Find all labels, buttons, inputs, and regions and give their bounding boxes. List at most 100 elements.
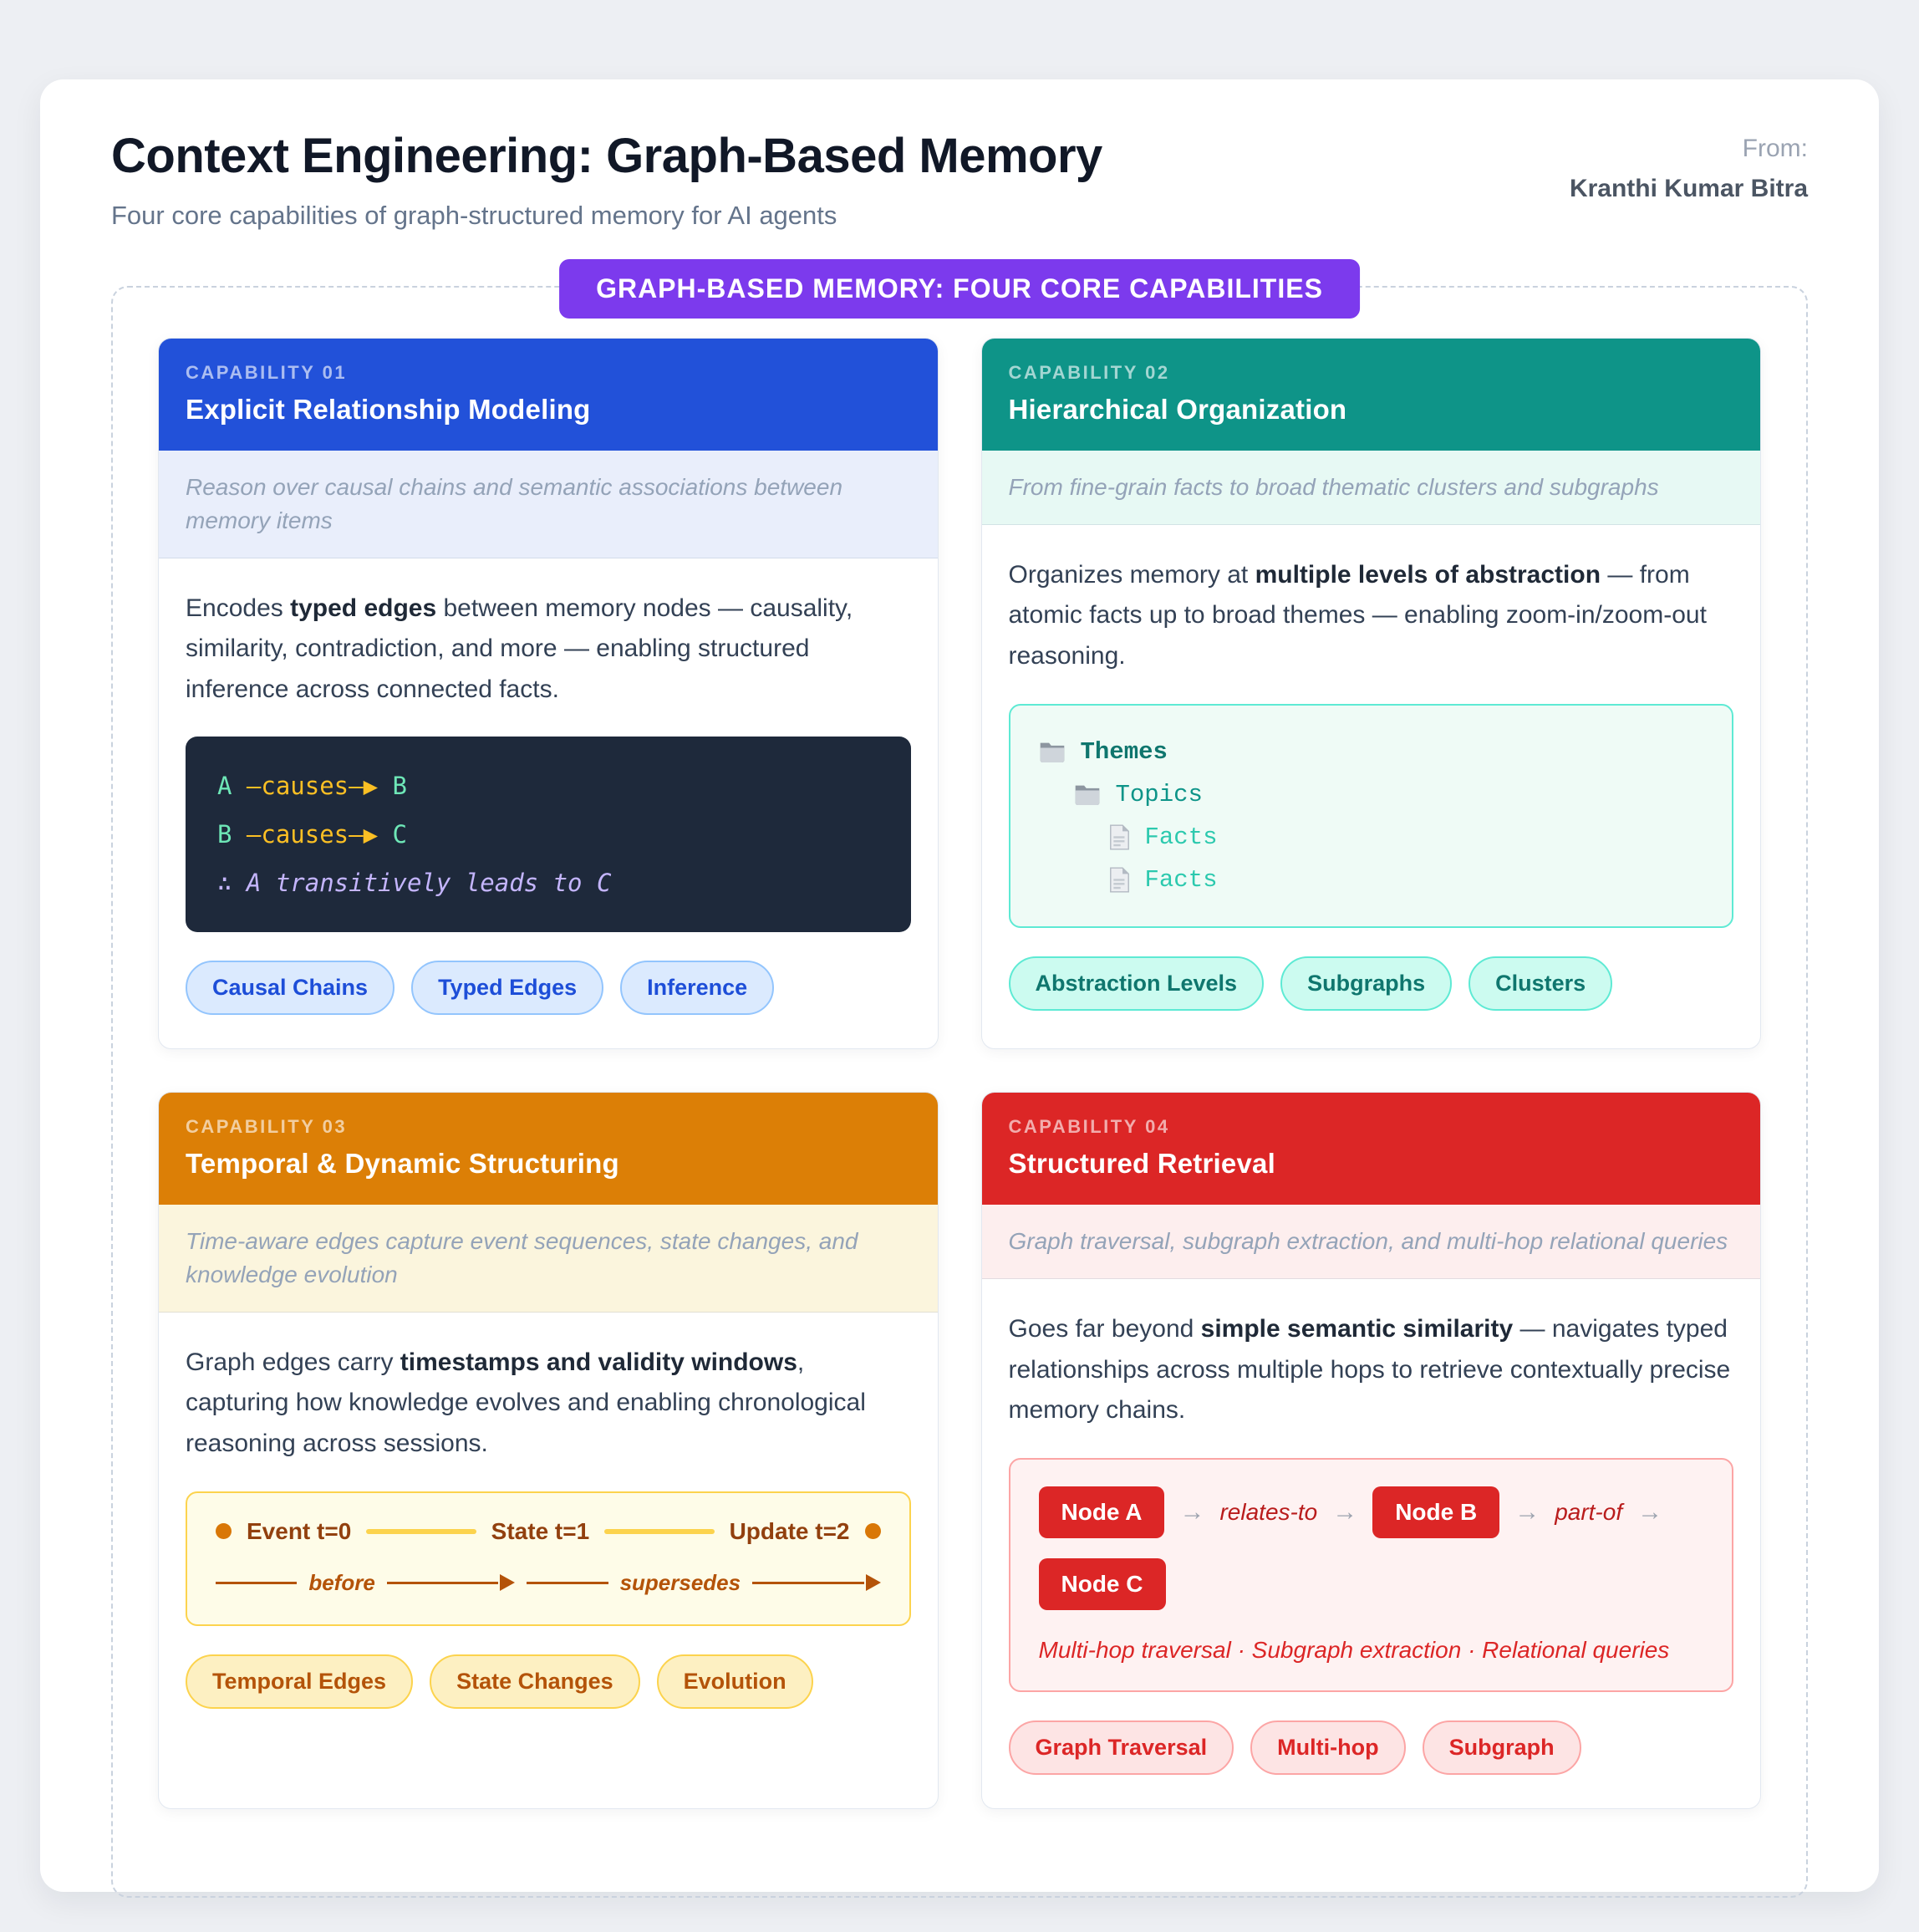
timeline-node: Update t=2 <box>729 1517 850 1544</box>
cards-grid: CAPABILITY 01 Explicit Relationship Mode… <box>158 338 1761 1809</box>
timeline-relation: supersedes <box>619 1569 741 1595</box>
card-description: Organizes memory at multiple levels of a… <box>1008 560 1707 670</box>
card4-tags: Graph Traversal Multi-hop Subgraph <box>1008 1720 1734 1775</box>
from-label: From: <box>1742 135 1808 162</box>
timeline-dot <box>216 1523 232 1540</box>
poster-sheet: Context Engineering: Graph-Based Memory … <box>40 79 1879 1898</box>
tree-row: Themes <box>1039 731 1704 773</box>
card3-header: CAPABILITY 03 Temporal & Dynamic Structu… <box>159 1093 938 1206</box>
capability-number: CAPABILITY 04 <box>1008 1116 1170 1138</box>
tag-causal-chains: Causal Chains <box>186 961 395 1016</box>
card1-body: Encodes typed edges between memory nodes… <box>159 558 938 1049</box>
arrowhead-icon <box>500 1574 516 1592</box>
card-structured-retrieval: CAPABILITY 04 Structured Retrieval Graph… <box>980 1092 1761 1809</box>
page-title: Context Engineering: Graph-Based Memory <box>111 129 1102 183</box>
card-title: Hierarchical Organization <box>1008 394 1347 425</box>
causal-chain-code-snippet: A —causes—▶ B B —causes—▶ C ∴ A transiti… <box>186 737 911 933</box>
edge-line <box>752 1581 864 1584</box>
tree-row: Facts <box>1109 816 1704 859</box>
card2-header: CAPABILITY 02 Hierarchical Organization <box>981 339 1760 451</box>
tag-graph-traversal: Graph Traversal <box>1008 1720 1234 1775</box>
capabilities-board: GRAPH-BASED MEMORY: FOUR CORE CAPABILITI… <box>111 259 1808 1898</box>
edge-line <box>216 1581 298 1584</box>
right-arrow-icon: → <box>1332 1497 1358 1526</box>
tag-subgraphs: Subgraphs <box>1280 956 1453 1011</box>
tag-state-changes: State Changes <box>430 1654 640 1709</box>
page-header: Context Engineering: Graph-Based Memory … <box>111 128 1808 231</box>
board-banner: GRAPH-BASED MEMORY: FOUR CORE CAPABILITI… <box>559 259 1360 319</box>
card-tagline: From fine-grain facts to broad thematic … <box>981 451 1760 525</box>
timeline-connector <box>366 1528 476 1534</box>
node-chip: Node B <box>1372 1486 1500 1538</box>
edge-line <box>527 1581 608 1584</box>
folder-icon <box>1040 742 1064 763</box>
folder-icon <box>1075 785 1099 806</box>
card3-body: Graph edges carry timestamps and validit… <box>159 1313 938 1808</box>
tree-row: Facts <box>1109 859 1704 901</box>
header-left: Context Engineering: Graph-Based Memory … <box>111 128 1102 231</box>
card-temporal-dynamic-structuring: CAPABILITY 03 Temporal & Dynamic Structu… <box>158 1092 939 1809</box>
card-hierarchical-organization: CAPABILITY 02 Hierarchical Organization … <box>980 338 1761 1050</box>
card-description: Graph edges carry timestamps and validit… <box>186 1348 866 1457</box>
timeline-node: State t=1 <box>491 1517 590 1544</box>
header-byline: From: Kranthi Kumar Bitra <box>1570 128 1808 203</box>
right-arrow-icon: → <box>1514 1497 1540 1526</box>
card-tagline: Graph traversal, subgraph extraction, an… <box>981 1205 1760 1280</box>
capability-number: CAPABILITY 02 <box>1008 362 1170 383</box>
code-line: B —causes—▶ C <box>217 820 407 849</box>
card-title: Explicit Relationship Modeling <box>186 394 591 425</box>
tree-label: Themes <box>1080 737 1168 766</box>
tag-inference: Inference <box>620 961 775 1016</box>
tag-multi-hop: Multi-hop <box>1250 1720 1406 1775</box>
traversal-diagram: Node A → relates-to → Node B → part-of →… <box>1008 1457 1733 1692</box>
author-name: Kranthi Kumar Bitra <box>1569 175 1808 202</box>
timeline-connector <box>604 1528 715 1534</box>
right-arrow-icon: → <box>1179 1497 1205 1526</box>
tag-temporal-edges: Temporal Edges <box>186 1654 414 1709</box>
tag-subgraph: Subgraph <box>1422 1720 1581 1775</box>
card-title: Temporal & Dynamic Structuring <box>186 1148 619 1180</box>
card-tagline: Reason over causal chains and semantic a… <box>159 451 938 558</box>
tag-evolution: Evolution <box>656 1654 813 1709</box>
card-tagline: Time-aware edges capture event sequences… <box>159 1205 938 1313</box>
page-subtitle: Four core capabilities of graph-structur… <box>111 201 837 230</box>
timeline-relations-row: before supersedes <box>216 1570 881 1596</box>
hierarchy-tree: Themes Topics Facts Facts <box>1008 703 1733 928</box>
card-description: Goes far beyond simple semantic similari… <box>1008 1315 1731 1425</box>
right-arrow-icon: → <box>1637 1497 1663 1526</box>
edge-line <box>386 1581 499 1584</box>
tree-label: Topics <box>1115 780 1203 808</box>
card-title: Structured Retrieval <box>1008 1148 1275 1180</box>
traversal-caption: Multi-hop traversal · Subgraph extractio… <box>1038 1636 1670 1663</box>
node-chip: Node A <box>1038 1486 1165 1538</box>
edge-label: relates-to <box>1219 1498 1318 1525</box>
timeline-nodes-row: Event t=0 State t=1 Update t=2 <box>216 1518 881 1545</box>
document-icon <box>1109 867 1129 893</box>
timeline-node: Event t=0 <box>247 1517 352 1544</box>
node-chip: Node C <box>1038 1557 1166 1610</box>
tag-abstraction-levels: Abstraction Levels <box>1008 956 1265 1011</box>
card2-tags: Abstraction Levels Subgraphs Clusters <box>1008 956 1734 1011</box>
code-conclusion-line: ∴ A transitively leads to C <box>217 869 612 898</box>
card1-header: CAPABILITY 01 Explicit Relationship Mode… <box>159 339 938 451</box>
card2-body: Organizes memory at multiple levels of a… <box>982 525 1761 1049</box>
card3-tags: Temporal Edges State Changes Evolution <box>186 1654 911 1709</box>
card4-header: CAPABILITY 04 Structured Retrieval <box>981 1093 1760 1206</box>
edge-label: part-of <box>1555 1498 1623 1525</box>
arrowhead-icon <box>865 1574 881 1592</box>
timeline-relation: before <box>308 1569 375 1595</box>
tag-clusters: Clusters <box>1469 956 1613 1011</box>
card4-body: Goes far beyond simple semantic similari… <box>982 1279 1761 1808</box>
timeline-diagram: Event t=0 State t=1 Update t=2 before <box>186 1491 911 1626</box>
tree-label: Facts <box>1144 865 1218 894</box>
tag-typed-edges: Typed Edges <box>411 961 604 1016</box>
code-line: A —causes—▶ B <box>217 772 407 801</box>
card-explicit-relationship-modeling: CAPABILITY 01 Explicit Relationship Mode… <box>158 338 939 1050</box>
tree-label: Facts <box>1144 823 1218 851</box>
card1-tags: Causal Chains Typed Edges Inference <box>186 961 911 1016</box>
graph-nodes-row: Node A → relates-to → Node B → part-of →… <box>1038 1486 1704 1610</box>
tree-row: Topics <box>1074 773 1704 816</box>
card-description: Encodes typed edges between memory nodes… <box>186 594 853 703</box>
document-icon <box>1109 824 1129 850</box>
capability-number: CAPABILITY 01 <box>186 362 348 383</box>
